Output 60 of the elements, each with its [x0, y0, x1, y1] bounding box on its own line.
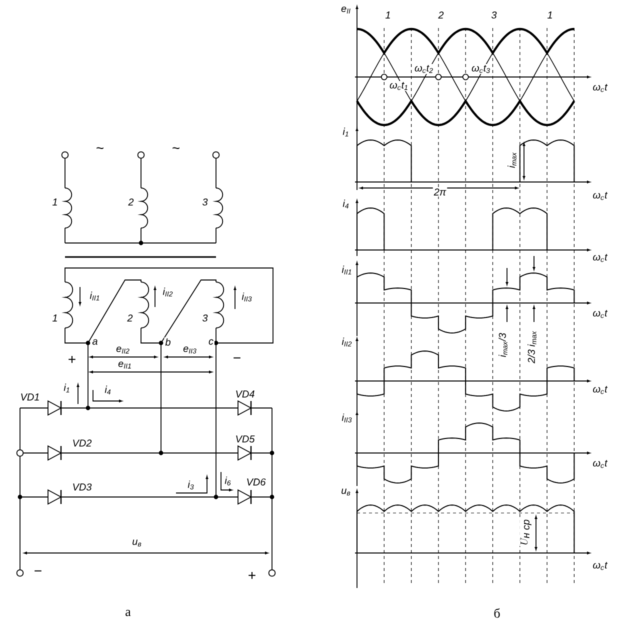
curve-number: 1 — [547, 12, 552, 18]
current-label: i$_{II2}$ — [162, 288, 173, 296]
current-label: i$_{II1}$ — [90, 292, 100, 300]
diode-label: VD6 — [247, 478, 266, 486]
voltage-label: u$_{в}$ — [132, 540, 142, 546]
panel-letter: а — [126, 610, 131, 616]
point-label: a — [91, 338, 99, 346]
polarity-sign: + — [248, 572, 256, 579]
axis-label: ω$_{c}$t — [593, 84, 608, 92]
panel-letter: б — [494, 608, 500, 618]
dimension-label: $U_{\mbox{\itshape н ср}}$ — [520, 518, 532, 546]
point-label: ω$_{c}$t$_{2}$ — [414, 64, 434, 74]
axis-label: ω$_{c}$t — [593, 192, 608, 200]
axis-label: ω$_{c}$t — [593, 460, 608, 468]
axis-label: i$_{4}$ — [342, 200, 349, 208]
polarity-sign: − — [234, 357, 240, 358]
point-label: c — [208, 338, 214, 346]
axis-label: i$_{1}$ — [342, 128, 348, 136]
curve-number: 3 — [491, 11, 497, 19]
point-label: b — [164, 337, 172, 347]
current-label: i$_{6}$ — [224, 476, 231, 486]
winding-number: 3 — [202, 314, 208, 322]
point-label: ω$_{c}$t$_{1}$ — [388, 81, 410, 92]
winding-number: 1 — [52, 314, 57, 322]
voltage-label: e$_{II3}$ — [183, 346, 196, 354]
current-label: i$_{II3}$ — [242, 292, 252, 302]
winding-number: 3 — [202, 198, 208, 206]
axis-label: i$_{II2}$ — [342, 338, 352, 346]
current-label: i$_{1}$ — [64, 384, 70, 392]
curve-number: 1 — [385, 12, 390, 18]
tilde-sign: ~ — [96, 147, 104, 149]
winding-number: 1 — [52, 198, 57, 206]
current-label: i$_{4}$ — [104, 386, 111, 394]
axis-label: i$_{II3}$ — [342, 414, 352, 422]
diode-label: VD2 — [73, 440, 92, 446]
diode-label: VD1 — [21, 394, 39, 400]
winding-number: 2 — [127, 314, 133, 322]
dimension-label: i$_{max}$ — [506, 151, 518, 169]
curve-number: 2 — [438, 12, 444, 18]
axis-label: ω$_{c}$t — [593, 562, 608, 570]
axis-label: ω$_{c}$t — [593, 254, 608, 262]
polarity-sign: − — [34, 570, 42, 572]
voltage-label: e$_{II1}$ — [118, 362, 131, 368]
tilde-sign: ~ — [172, 147, 180, 149]
dimension-label: 2π — [432, 187, 448, 197]
axis-label: e$_{II}$ — [341, 6, 350, 14]
axis-label: ω$_{c}$t — [593, 386, 608, 394]
current-label: i$_{3}$ — [188, 480, 194, 490]
diode-label: VD4 — [236, 390, 254, 398]
axis-label: i$_{II1}$ — [342, 266, 352, 274]
dimension-label: 2/3 i$_{max}$ — [526, 330, 538, 364]
diode-label: VD5 — [236, 436, 255, 442]
axis-label: u$_{в}$ — [342, 488, 350, 496]
diode-label: VD3 — [73, 483, 92, 491]
winding-number: 2 — [128, 198, 134, 206]
point-label: ω$_{c}$t$_{3}$ — [470, 64, 492, 74]
polarity-sign: + — [68, 356, 76, 363]
voltage-label: e$_{II2}$ — [116, 346, 130, 354]
axis-label: ω$_{c}$t — [593, 310, 608, 318]
dimension-label: i$_{max}$/3 — [498, 332, 508, 358]
